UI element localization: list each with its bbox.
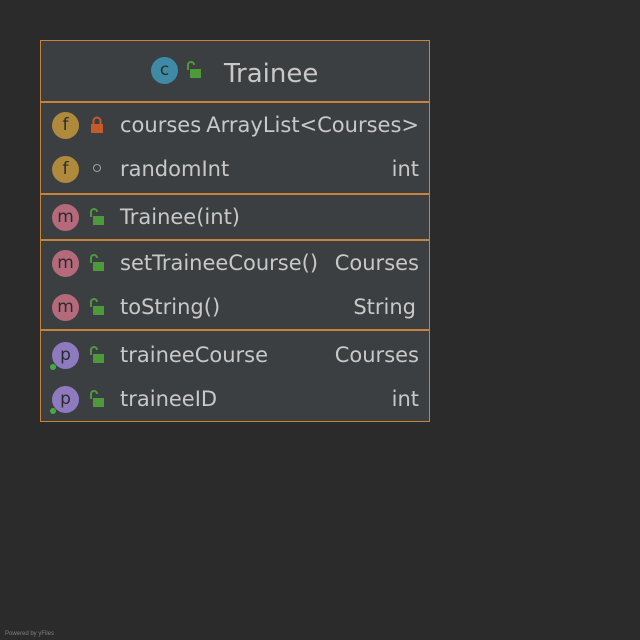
constructor-name: Trainee(int) [120,205,240,229]
field-type: int [391,157,419,181]
constructors-section: m Trainee(int) [41,193,429,239]
method-name: setTraineeCourse() [120,251,319,275]
method-return-type: String [353,295,416,319]
unlocked-padlock-icon [90,254,104,271]
unlocked-padlock-icon [90,298,104,315]
property-row[interactable]: p traineeID int [41,377,429,421]
method-row[interactable]: m setTraineeCourse() Courses [41,241,429,285]
property-marker-icon [50,408,56,414]
unlocked-padlock-icon [90,208,104,225]
method-return-type: Courses [334,251,419,275]
unlocked-padlock-icon [90,346,104,363]
property-icon: p [52,386,79,413]
methods-section: m setTraineeCourse() Courses m toString(… [41,239,429,329]
property-name: traineeCourse [120,343,269,367]
class-name: Trainee [224,59,319,89]
property-name: traineeID [120,387,218,411]
fields-section: f courses ArrayList<Courses> f randomInt… [41,101,429,193]
constructor-row[interactable]: m Trainee(int) [41,195,429,239]
method-icon: m [52,250,79,277]
field-icon: f [52,156,79,183]
unlocked-padlock-icon [187,61,201,78]
method-icon: m [52,204,79,231]
locked-padlock-icon [91,116,103,133]
property-type: int [391,387,419,411]
method-icon: m [52,294,79,321]
property-icon: p [52,342,79,369]
field-type: ArrayList<Courses> [206,113,419,137]
field-name: courses [120,113,202,137]
method-name: toString() [120,295,221,319]
field-icon: f [52,112,79,139]
field-row[interactable]: f randomInt int [41,147,429,191]
property-marker-icon [50,364,56,370]
unlocked-padlock-icon [90,390,104,407]
property-row[interactable]: p traineeCourse Courses [41,333,429,377]
method-row[interactable]: m toString() String [41,285,429,329]
class-header: c Trainee [41,41,429,101]
class-node-trainee[interactable]: c Trainee f courses ArrayList<Courses> f [40,40,430,422]
circle-icon [93,164,101,172]
property-type: Courses [334,343,419,367]
class-icon: c [151,57,178,84]
properties-section: p traineeCourse Courses p traineeID int [41,329,429,423]
powered-by-footer: Powered by yFiles [5,631,55,637]
field-name: randomInt [120,157,230,181]
field-row[interactable]: f courses ArrayList<Courses> [41,103,429,147]
